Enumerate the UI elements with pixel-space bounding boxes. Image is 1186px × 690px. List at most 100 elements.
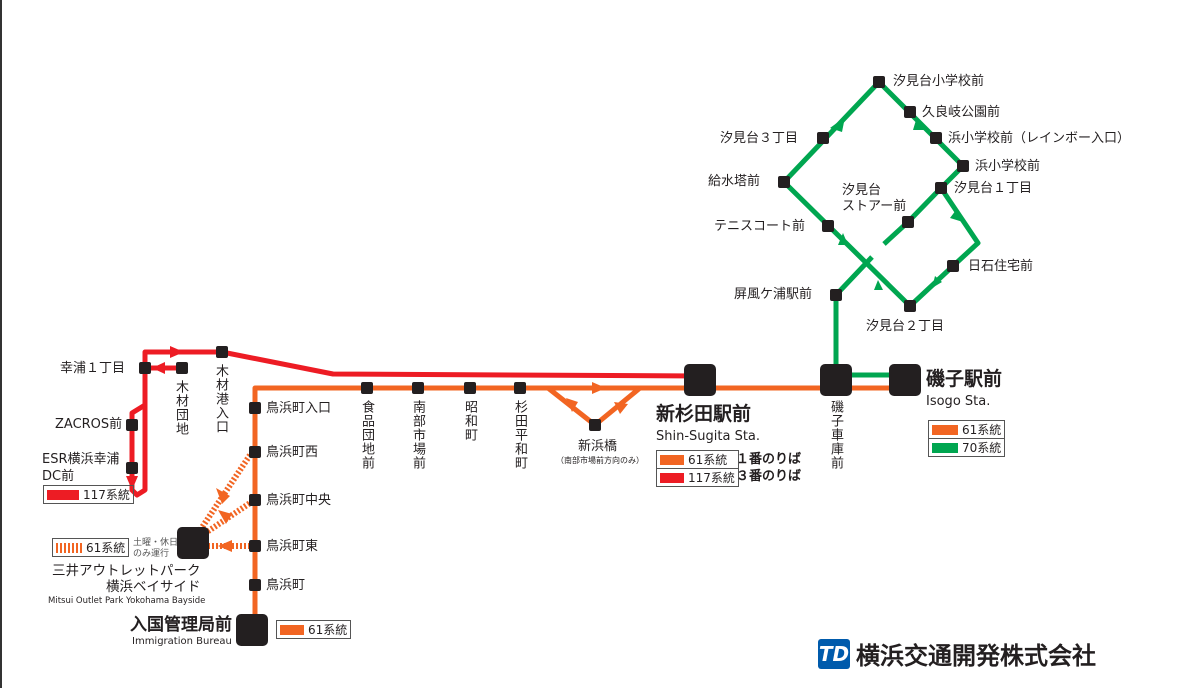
stop-label-isogo-en: Isogo Sta. — [926, 394, 991, 409]
stop-label: 日石住宅前 — [968, 259, 1034, 274]
bus-stop-marker — [176, 362, 188, 374]
route-61-line — [252, 385, 905, 620]
bus-stop-marker — [822, 220, 834, 232]
stop-label: 木材団地 — [173, 380, 188, 436]
arrow-icon — [830, 117, 845, 132]
bus-stop-marker — [249, 579, 261, 591]
bus-stop-marker — [935, 182, 947, 194]
stop-label: テニスコート前 — [714, 219, 806, 234]
stop-label: ZACROS前 — [55, 417, 123, 432]
stop-label: 杉田平和町 — [512, 400, 527, 470]
major-stop-marker — [820, 364, 852, 396]
company-logo: TD 横浜交通開発株式会社 — [818, 636, 1096, 671]
stops-layer — [126, 76, 969, 646]
route-70-swatch — [932, 442, 958, 453]
arrow-icon — [216, 488, 230, 504]
stop-label: 鳥浜町 — [266, 578, 306, 593]
stop-label: 鳥浜町西 — [266, 445, 319, 460]
stop-label: 幸浦１丁目 — [60, 361, 126, 376]
arrow-icon — [218, 510, 232, 524]
arrow-icon — [170, 346, 184, 358]
stop-label: 汐見台２丁目 — [866, 319, 945, 334]
route-61-swatch — [660, 454, 684, 465]
bus-stop-marker — [930, 132, 942, 144]
bus-stop-marker — [830, 289, 842, 301]
stop-label: 汐見台小学校前 — [893, 74, 985, 89]
stop-label-shinsugita: 新杉田駅前 — [656, 403, 752, 425]
bus-stop-marker — [249, 446, 261, 458]
stop-label-isogo: 磯子駅前 — [926, 368, 1003, 390]
route-61-swatch — [280, 624, 304, 635]
stop-note: （南部市場前方向のみ） — [556, 456, 644, 465]
major-stop-marker — [177, 527, 209, 559]
legend-61-immigration: 61系統 — [276, 620, 352, 639]
stop-label: 浜小学校前（レインボー入口） — [948, 131, 1131, 146]
stop-label-immigration-en: Immigration Bureau — [132, 636, 232, 647]
bus-stop-marker — [126, 419, 138, 431]
route-117-line — [129, 349, 701, 498]
stop-label: 昭和町 — [462, 400, 477, 442]
bus-stop-marker — [778, 176, 790, 188]
stop-label: 浜小学校前 — [975, 159, 1041, 174]
arrow-icon — [838, 233, 848, 245]
legend-61-weekend: 61系統 — [52, 538, 130, 557]
stop-label: 給水塔前 — [708, 174, 761, 189]
stop-label: 汐見台３丁目 — [720, 131, 799, 146]
legend-isogo: 61系統 70系統 — [928, 420, 1006, 457]
arrow-icon — [592, 382, 606, 394]
stop-label: 汐見台１丁目 — [954, 181, 1033, 196]
stop-label: 鳥浜町入口 — [266, 401, 332, 416]
bus-stop-marker — [514, 382, 526, 394]
legend-label: 117系統 — [688, 471, 735, 485]
stop-label: 屏風ケ浦駅前 — [734, 287, 813, 302]
legend-shinsugita: 61系統 117系統 — [656, 450, 739, 487]
bus-stop-marker — [904, 300, 916, 312]
bus-stop-marker — [464, 382, 476, 394]
legend-label: 61系統 — [308, 623, 348, 637]
bus-stop-marker — [817, 132, 829, 144]
arrow-icon — [566, 398, 578, 412]
legend-117: 117系統 — [43, 485, 134, 504]
route-70-arrows — [830, 117, 963, 290]
stop-label: 久良岐公園前 — [922, 105, 1001, 120]
bus-stop-marker — [249, 540, 261, 552]
bus-stop-marker — [589, 419, 601, 431]
stop-label: ESR横浜幸浦 DC前 — [42, 452, 120, 484]
stop-label: 汐見台 ストアー前 — [842, 183, 907, 214]
route-117-swatch — [47, 489, 79, 500]
bus-stop-marker — [249, 494, 261, 506]
bus-stop-marker — [873, 76, 885, 88]
arrow-icon — [152, 362, 165, 374]
arrow-icon — [614, 402, 628, 414]
legend-label: 117系統 — [83, 488, 130, 502]
stop-label: 鳥浜町中央 — [266, 493, 332, 508]
bus-stop-marker — [139, 362, 151, 374]
stop-label-outlet: 三井アウトレットパーク 横浜ベイサイド — [52, 563, 201, 596]
bus-stop-marker — [412, 382, 424, 394]
bus-stop-marker — [249, 402, 261, 414]
arrow-icon — [913, 120, 928, 130]
legend-label: 61系統 — [86, 541, 126, 555]
arrow-icon — [932, 276, 942, 288]
major-stop-marker — [236, 614, 268, 646]
stop-label-shinsugita-en: Shin-Sugita Sta. — [656, 429, 761, 444]
platform-1-label: １番のりば — [736, 452, 802, 467]
bus-stop-marker — [957, 160, 969, 172]
route-70-line — [781, 79, 981, 378]
stop-label: 食品団地前 — [359, 400, 374, 470]
stop-label: 鳥浜町東 — [266, 539, 319, 554]
arrow-icon — [218, 540, 232, 552]
legend-label: 70系統 — [962, 441, 1002, 455]
bus-stop-marker — [126, 462, 138, 474]
arrow-icon — [126, 476, 138, 490]
legend-label: 61系統 — [962, 423, 1002, 437]
arrow-icon — [950, 210, 963, 222]
major-stop-marker — [889, 364, 921, 396]
stop-label-immigration: 入国管理局前 — [130, 615, 232, 635]
route-61-weekend-swatch — [56, 542, 82, 553]
bus-stop-marker — [361, 382, 373, 394]
major-stop-marker — [684, 364, 716, 396]
td-logo-icon: TD — [818, 638, 850, 669]
